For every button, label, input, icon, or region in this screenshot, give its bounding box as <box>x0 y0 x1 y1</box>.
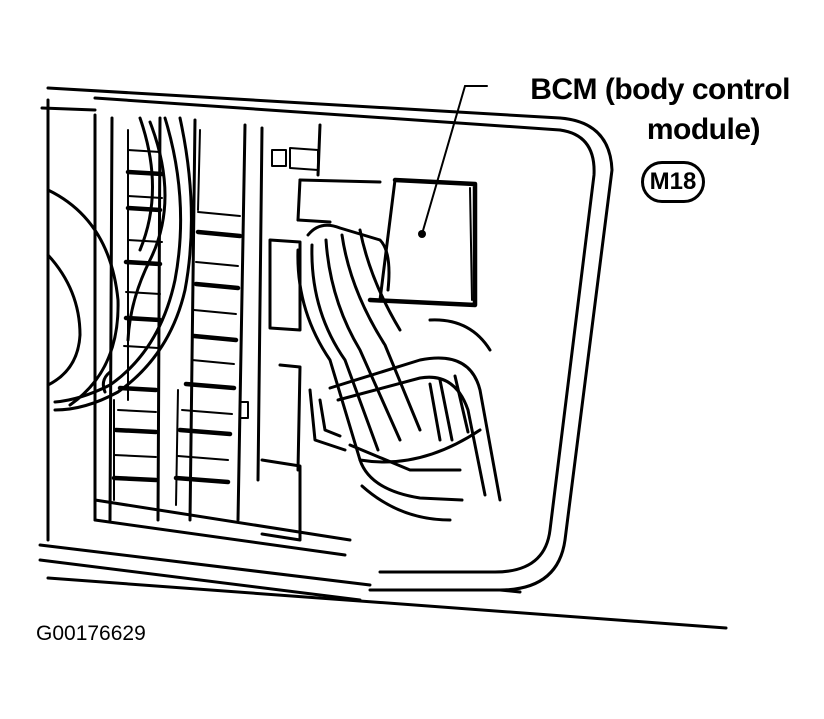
bcm-label-line2: module) <box>646 113 761 146</box>
fuse-panel <box>93 113 382 557</box>
wire-harness <box>296 223 502 522</box>
bcm-module <box>367 177 478 308</box>
fuse-panel-tabs <box>239 147 319 542</box>
connector-id-badge: M18 <box>641 161 705 203</box>
loose-wires <box>53 116 193 412</box>
fuse-column-left <box>111 129 165 501</box>
leader-line <box>421 85 466 235</box>
steering-column-trim <box>46 98 120 542</box>
figure-id: G00176629 <box>36 622 146 645</box>
fuse-column-middle <box>173 129 243 506</box>
dash-panel-outline <box>38 86 728 630</box>
bcm-label-line1: BCM (body control <box>530 73 790 106</box>
